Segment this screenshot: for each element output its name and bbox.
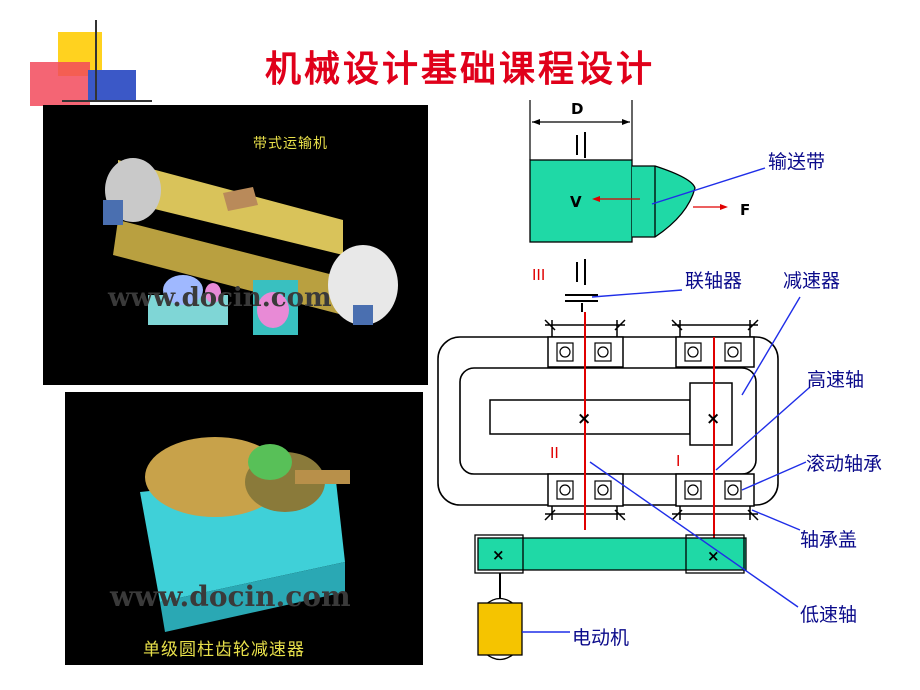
- svg-text:×: ×: [492, 546, 505, 564]
- watermark: www.docin.com: [110, 580, 351, 613]
- gear-reducer-caption: 单级圆柱齿轮减速器: [143, 640, 305, 660]
- callout-rolling-bearing: 滚动轴承: [806, 453, 883, 475]
- belt-conveyor-photo: 带式运输机 www.docin.com: [43, 105, 428, 385]
- shaft-I-label: I: [676, 452, 680, 470]
- force-label: F: [740, 201, 750, 219]
- callout-motor: 电动机: [572, 627, 630, 649]
- motor: [477, 602, 523, 656]
- corner-decoration: [0, 0, 160, 110]
- belt-conveyor-illustration: [103, 158, 398, 335]
- callout-high-speed-shaft: 高速轴: [807, 369, 865, 391]
- svg-text:×: ×: [707, 547, 720, 565]
- callout-coupling: 联轴器: [685, 270, 743, 292]
- shaft-III-label: III: [532, 266, 545, 284]
- dim-D-label: D: [571, 100, 583, 118]
- velocity-label: V: [570, 193, 582, 211]
- watermark: www.docin.com: [108, 283, 332, 313]
- conveyor-belt: [632, 165, 696, 238]
- conveyor-drum: [529, 159, 633, 243]
- page-title: 机械设计基础课程设计: [264, 48, 655, 90]
- callout-reducer: 减速器: [783, 270, 841, 292]
- callout-conveyor-belt: 输送带: [768, 151, 826, 173]
- belt-conveyor-caption: 带式运输机: [253, 136, 328, 152]
- svg-text:×: ×: [706, 409, 720, 429]
- gear-reducer-illustration: [140, 437, 350, 632]
- gear-reducer-photo: www.docin.com 单级圆柱齿轮减速器: [65, 392, 423, 665]
- shaft-II-label: II: [550, 444, 559, 462]
- callout-bearing-cover: 轴承盖: [800, 529, 858, 551]
- small-gear: [689, 382, 733, 446]
- callout-low-speed-shaft: 低速轴: [800, 604, 858, 626]
- large-gear: [489, 399, 691, 435]
- svg-text:×: ×: [577, 409, 591, 429]
